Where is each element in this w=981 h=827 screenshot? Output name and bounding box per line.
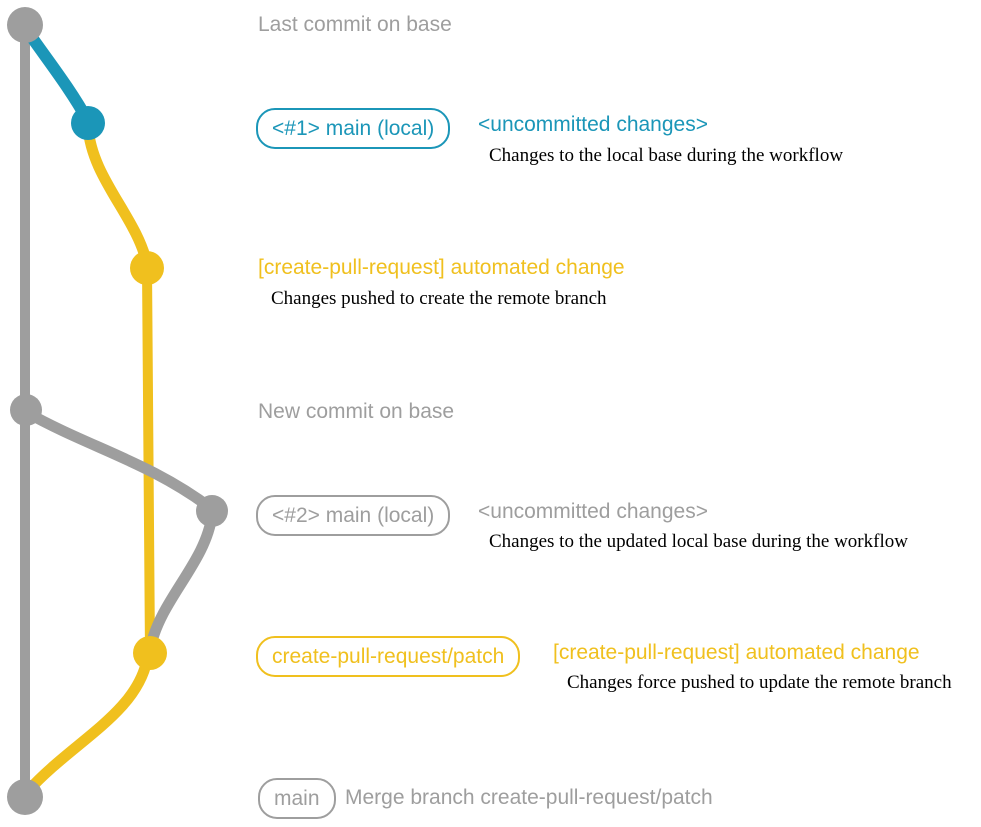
new-commit-on-base-label: New commit on base: [258, 400, 455, 423]
automated-change-1-label: [create-pull-request] automated change: [258, 256, 625, 279]
branch-badge-main: main: [258, 778, 336, 819]
local-main-edge: [20, 23, 94, 127]
commit-node-uncommitted-1: [71, 106, 105, 140]
commit-node-last-base: [7, 7, 43, 43]
branch-badge-create-pull-request-patch: create-pull-request/patch: [256, 636, 521, 677]
uncommitted-changes-2-desc: Changes to the updated local base during…: [489, 531, 908, 552]
automated-change-2-label: [create-pull-request] automated change: [553, 641, 920, 664]
commit-node-uncommitted-2: [196, 495, 228, 527]
rebase-edge: [20, 406, 218, 515]
force-push-edge: [145, 509, 218, 651]
automated-change-2-desc: Changes force pushed to update the remot…: [567, 672, 952, 693]
uncommitted-changes-2-label: <uncommitted changes>: [478, 500, 708, 523]
merge-branch-label: Merge branch create-pull-request/patch: [345, 786, 713, 809]
branch-badge-main-local-2: <#2> main (local): [256, 495, 451, 536]
uncommitted-changes-1-label: <uncommitted changes>: [478, 113, 708, 136]
merge-edge: [21, 654, 153, 798]
automated-change-1-desc: Changes pushed to create the remote bran…: [271, 288, 607, 309]
commit-node-automated-2: [133, 636, 167, 670]
remote-branch-line: [142, 263, 155, 658]
commit-node-automated-1: [130, 251, 164, 285]
last-commit-on-base-label: Last commit on base: [258, 13, 452, 36]
commit-node-merge: [7, 779, 43, 815]
uncommitted-changes-1-desc: Changes to the local base during the wor…: [489, 145, 844, 166]
commit-node-new-base: [10, 394, 42, 426]
branch-badge-main-local-1: <#1> main (local): [256, 108, 451, 149]
push-to-remote-edge: [82, 120, 153, 270]
